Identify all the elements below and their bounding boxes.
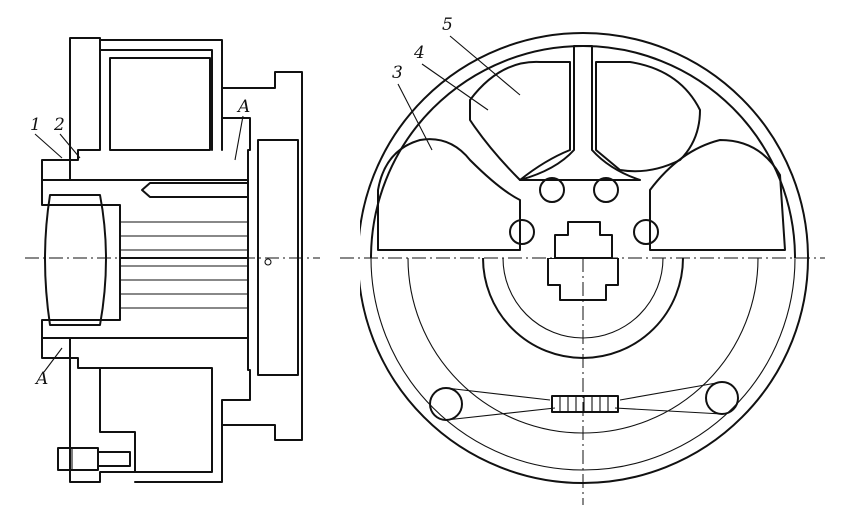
hub-hole [539,177,565,203]
leader-a-top [234,115,244,161]
leader-a-bottom [43,347,63,373]
leader-5 [449,35,521,96]
armature-flange [221,71,303,441]
leader-4 [421,63,489,111]
callout-1: 1 [30,115,41,135]
leader-3 [397,83,433,151]
housing-flange [41,37,101,181]
shaft-end [44,194,107,326]
coil-cover [99,39,223,151]
spoke [519,45,641,181]
splined-bore-lower [547,258,619,301]
spring-turns [559,396,609,412]
housing-flange-bottom [41,337,136,483]
shoe-upper-left [469,60,571,181]
spring-roller-left [429,387,463,421]
shoe-right [649,139,786,251]
leader-2 [59,133,81,159]
callout-a-bottom: A [34,369,48,389]
callout-4: 4 [413,43,425,63]
shoe-upper-right [595,61,701,173]
left-section-view: 1 2 A A [25,37,320,483]
bolt [57,447,131,471]
armature-disk [257,139,299,376]
lower-housing [99,367,223,483]
shoe-left [377,138,521,251]
callout-a-top: A [236,97,250,117]
splined-bore [554,221,613,258]
leader-1 [34,133,63,159]
centre-point [264,258,272,266]
spline-teeth [120,221,248,309]
callout-3: 3 [392,63,403,83]
callout-5: 5 [442,15,453,35]
hub-hole [593,177,619,203]
hub-hole [633,219,659,245]
key-pin [141,182,249,198]
spring-wire [445,381,723,421]
spring-coil [551,395,619,413]
right-end-view: 3 4 5 [340,15,825,505]
coil-winding [109,57,211,151]
hub-hole [509,219,535,245]
callout-2: 2 [53,115,65,135]
spring-roller-right [705,381,739,415]
